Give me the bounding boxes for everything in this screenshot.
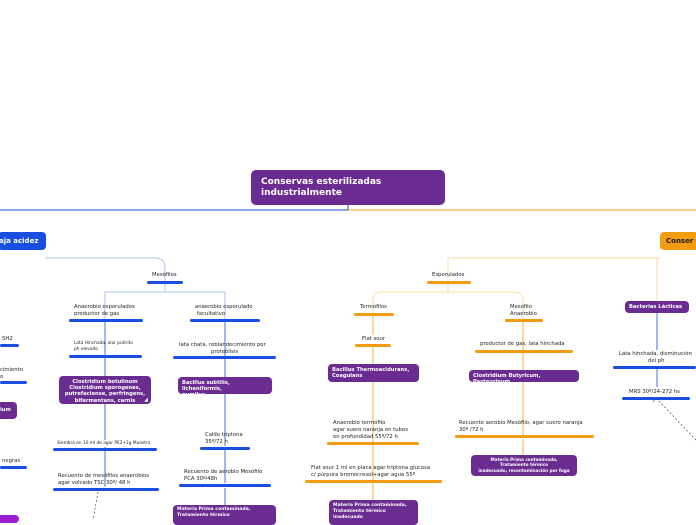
productor-gas-underline xyxy=(475,350,573,353)
materia-meso-line2: Tratamiento térmico xyxy=(499,462,549,468)
left-edge-negras-underline xyxy=(0,466,27,469)
termofilos-label[interactable]: Termófilos xyxy=(360,304,387,310)
lata-chata-line1[interactable]: lata chata, reblandecimiento por xyxy=(179,342,266,348)
clostridium-line2: Clostridium sporogenes, xyxy=(69,385,141,392)
lata-hinchada-line2[interactable]: ph elevado xyxy=(74,347,98,352)
bacillus-thermo-line2: Coagulans xyxy=(332,373,363,380)
clostridium-line4: bifermentans, carnis xyxy=(74,397,136,404)
lata-hinchada-underline xyxy=(69,355,142,358)
materia-thermo-box[interactable]: Materia Prima contaminada, Tratamiento t… xyxy=(329,500,418,525)
anaerobio-termofilo-line3[interactable]: en profundidad 55º/72 h xyxy=(333,434,398,440)
category-conservas[interactable]: Conser xyxy=(660,232,696,250)
materia-prima-box[interactable]: Materia Prima contaminada, Tratamiento t… xyxy=(173,505,276,525)
category-conservas-label: Conser xyxy=(666,237,694,245)
facultativo-underline xyxy=(190,319,260,322)
category-baja-acidez-label: aja acidez xyxy=(0,237,39,245)
clostridium-butyricum-label: Clostridium Butyricum, Pasteurinum xyxy=(473,373,541,386)
recuento-aerobio-line1[interactable]: Recuento de aerobio Mesófilo xyxy=(184,469,263,475)
mrs-underline xyxy=(622,397,690,400)
materia-thermo-line1: Materia Prima contaminada, xyxy=(333,503,407,508)
left-edge-ium-box[interactable]: ium xyxy=(0,402,17,419)
root-title-line1: Conservas esterilizadas xyxy=(261,177,382,187)
left-edge-cimiento-2[interactable]: o xyxy=(0,374,4,380)
flat-sour-label[interactable]: Flat sour xyxy=(362,336,386,342)
esporulados-underline xyxy=(427,281,471,284)
flat-sour-placa-line2[interactable]: c/ púrpura bromocresol+agar agua 55º xyxy=(311,472,416,478)
left-edge-bottom-box[interactable] xyxy=(0,515,19,523)
productor-gas-label[interactable]: productor de gas, lata hinchada xyxy=(480,341,565,347)
recuento-naranja-underline xyxy=(455,435,594,438)
mesofilo-anaerobio-line2[interactable]: Anaerobio xyxy=(510,311,537,317)
recuento-anaerobios-line1[interactable]: Recuento de mesófilos anaerobios xyxy=(58,473,150,479)
anaerobio-termofilo-line1[interactable]: Anaerobio termófilo xyxy=(333,420,386,426)
resize-icon[interactable]: ◢ xyxy=(144,396,148,403)
lacticas-lata-line1[interactable]: Lata hinchada, disminución xyxy=(619,351,692,357)
category-baja-acidez[interactable]: aja acidez xyxy=(0,232,46,250)
flat-sour-placa-line1[interactable]: Flat sour 1 ml en placa agar triptona gl… xyxy=(311,465,431,471)
materia-meso-line3: inadecuado, recontaminación por fuga xyxy=(478,467,570,473)
anaerobio-termofilo-line2[interactable]: agar suero naranja en tubos xyxy=(333,427,408,433)
left-edge-ium-label: ium xyxy=(0,407,11,413)
flat-sour-underline xyxy=(355,344,391,347)
bacillus-subtilis-line2: pumilus xyxy=(182,392,206,399)
termofilos-underline xyxy=(354,313,394,316)
clostridium-line3: putrefaciense, perfringens, xyxy=(64,391,146,398)
clostridium-botulinum-box[interactable]: Clostridium botulinum Clostridium sporog… xyxy=(59,376,151,404)
left-edge-sh2[interactable]: SH2 xyxy=(2,336,13,342)
siembra-underline xyxy=(53,448,157,451)
mesofilo-anaerobio-line1[interactable]: Mesófilo xyxy=(510,304,532,310)
recuento-anaerobios-underline xyxy=(53,488,159,491)
mrs-label[interactable]: MRS 30º/24-272 hs xyxy=(629,389,680,395)
clostridium-butyricum-box[interactable]: Clostridium Butyricum, Pasteurinum xyxy=(469,370,579,386)
recuento-aerobio-underline xyxy=(179,484,271,487)
materia-thermo-line3: inadecuado xyxy=(333,514,363,520)
recuento-naranja-line1[interactable]: Recuento aerobio Mesófilo, agar suero na… xyxy=(459,420,583,426)
root-title-line2: industrialmente xyxy=(261,188,342,198)
left-edge-sh2-underline xyxy=(0,344,19,347)
lata-chata-underline xyxy=(173,356,276,359)
bacillus-subtilis-box[interactable]: Bacillus subtilis, licheniformis, pumilu… xyxy=(178,377,272,398)
bacterias-lacticas-label: Bacterias Lácticas xyxy=(629,304,683,310)
bacillus-thermo-line1: Bacillus Thermoacidurans, xyxy=(332,367,410,373)
materia-meso-line1: Materia Prima contaminada, xyxy=(490,457,558,462)
lacticas-lata-line2[interactable]: del ph xyxy=(648,358,665,364)
facultativo-line2[interactable]: facultativo xyxy=(197,311,226,317)
recuento-aerobio-line2[interactable]: PCA 30º/48h xyxy=(184,476,218,482)
caldo-triptona-underline xyxy=(200,447,250,450)
materia-prima-line2: Tratamiento térmico xyxy=(177,512,230,518)
clostridium-line1: Clostridium botulinum xyxy=(72,379,138,385)
siembra-label[interactable]: Siembra en 10 ml de agar PE2+1g Muestra xyxy=(57,441,151,446)
bacillus-thermoacidurans-box[interactable]: Bacillus Thermoacidurans, Coagulans xyxy=(328,364,419,382)
materia-prima-line1: Materia Prima contaminada, xyxy=(177,507,251,512)
facultativo-line1[interactable]: anaerobio esporulado xyxy=(195,304,253,310)
esporulados-label[interactable]: Esporulados xyxy=(432,272,465,278)
lata-chata-line2[interactable]: proteólisis xyxy=(211,349,239,355)
materia-meso-box[interactable]: Materia Prima contaminada, Tratamiento t… xyxy=(471,455,577,476)
anaerobio-esporulados-underline xyxy=(69,319,143,322)
materia-thermo-line2: Tratamiento térmico xyxy=(333,508,386,514)
caldo-triptona-line1[interactable]: Caldo triptona xyxy=(205,432,243,438)
anaerobio-esporulados-line1[interactable]: Anaerobio esporulados xyxy=(74,304,135,310)
caldo-triptona-line2[interactable]: 35º/72 h xyxy=(205,439,228,445)
anaerobio-esporulados-line2[interactable]: productor de gas xyxy=(74,311,120,317)
lata-hinchada-line1[interactable]: Lata Hinchada, olor pútrido xyxy=(74,341,133,346)
mesofilos-label[interactable]: Mesófilos xyxy=(152,272,177,278)
recuento-anaerobios-line2[interactable]: agar volcado TSC 30º/ 48 h xyxy=(58,480,131,486)
root-node[interactable]: Conservas esterilizadas industrialmente xyxy=(251,170,445,205)
mesofilos-underline xyxy=(147,281,183,284)
flat-sour-placa-underline xyxy=(305,480,442,483)
left-edge-cimiento[interactable]: cimiento xyxy=(0,367,23,373)
bacillus-subtilis-line1: Bacillus subtilis, licheniformis, xyxy=(182,380,230,393)
anaerobio-termofilo-underline xyxy=(327,442,419,445)
mesofilo-anaerobio-underline xyxy=(505,319,543,322)
left-edge-cimiento-underline xyxy=(0,381,27,384)
left-edge-negras[interactable]: negras xyxy=(2,458,21,464)
bacterias-lacticas-box[interactable]: Bacterias Lácticas xyxy=(625,301,689,313)
recuento-naranja-line2[interactable]: 30º /72 h xyxy=(459,427,484,433)
lacticas-lata-underline xyxy=(613,366,696,369)
